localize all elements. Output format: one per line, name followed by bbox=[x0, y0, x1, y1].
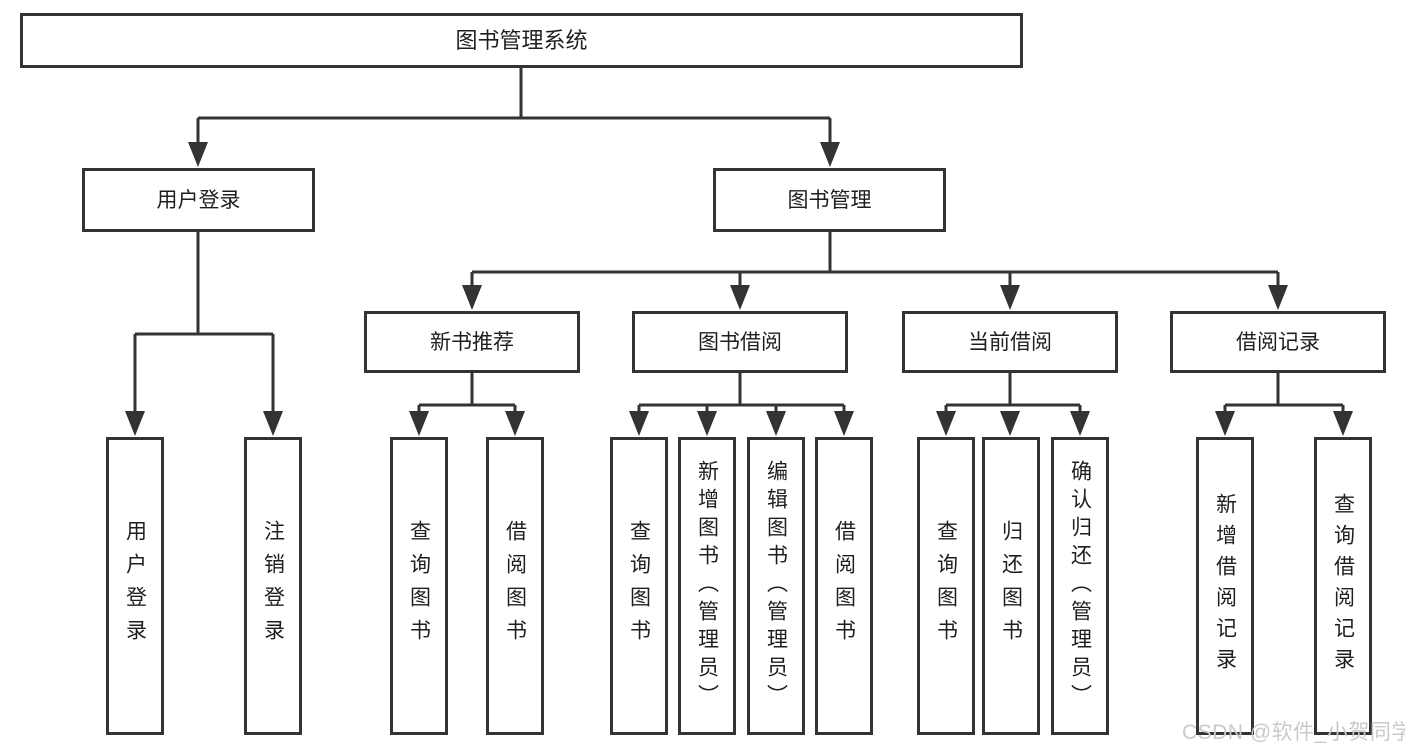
node-library-management-system: 图书管理系统 bbox=[20, 13, 1023, 68]
node-bb-add-books-admin: 新增图书（管理员） bbox=[678, 437, 736, 735]
watermark: CSDN @软件_小贺同学 bbox=[1182, 721, 1405, 744]
node-nbr-query-books: 查询图书 bbox=[390, 437, 448, 735]
node-cb-return-books: 归还图书 bbox=[982, 437, 1040, 735]
node-leaf-user-login: 用户登录 bbox=[106, 437, 164, 735]
node-bb-edit-books-admin: 编辑图书（管理员） bbox=[747, 437, 805, 735]
node-current-borrowing: 当前借阅 bbox=[902, 311, 1118, 373]
node-nbr-borrow-books: 借阅图书 bbox=[486, 437, 544, 735]
node-br-add-record: 新增借阅记录 bbox=[1196, 437, 1254, 735]
node-leaf-logout: 注销登录 bbox=[244, 437, 302, 735]
node-cb-query-books: 查询图书 bbox=[917, 437, 975, 735]
arrowhead-icons bbox=[125, 142, 1353, 436]
node-bb-query-books: 查询图书 bbox=[610, 437, 668, 735]
node-cb-confirm-return-admin: 确认归还（管理员） bbox=[1051, 437, 1109, 735]
node-br-query-record: 查询借阅记录 bbox=[1314, 437, 1372, 735]
node-bb-borrow-books: 借阅图书 bbox=[815, 437, 873, 735]
node-new-book-recommend: 新书推荐 bbox=[364, 311, 580, 373]
node-book-borrowing: 图书借阅 bbox=[632, 311, 848, 373]
node-user-login-group: 用户登录 bbox=[82, 168, 315, 232]
node-borrowing-records: 借阅记录 bbox=[1170, 311, 1386, 373]
node-book-management: 图书管理 bbox=[713, 168, 946, 232]
